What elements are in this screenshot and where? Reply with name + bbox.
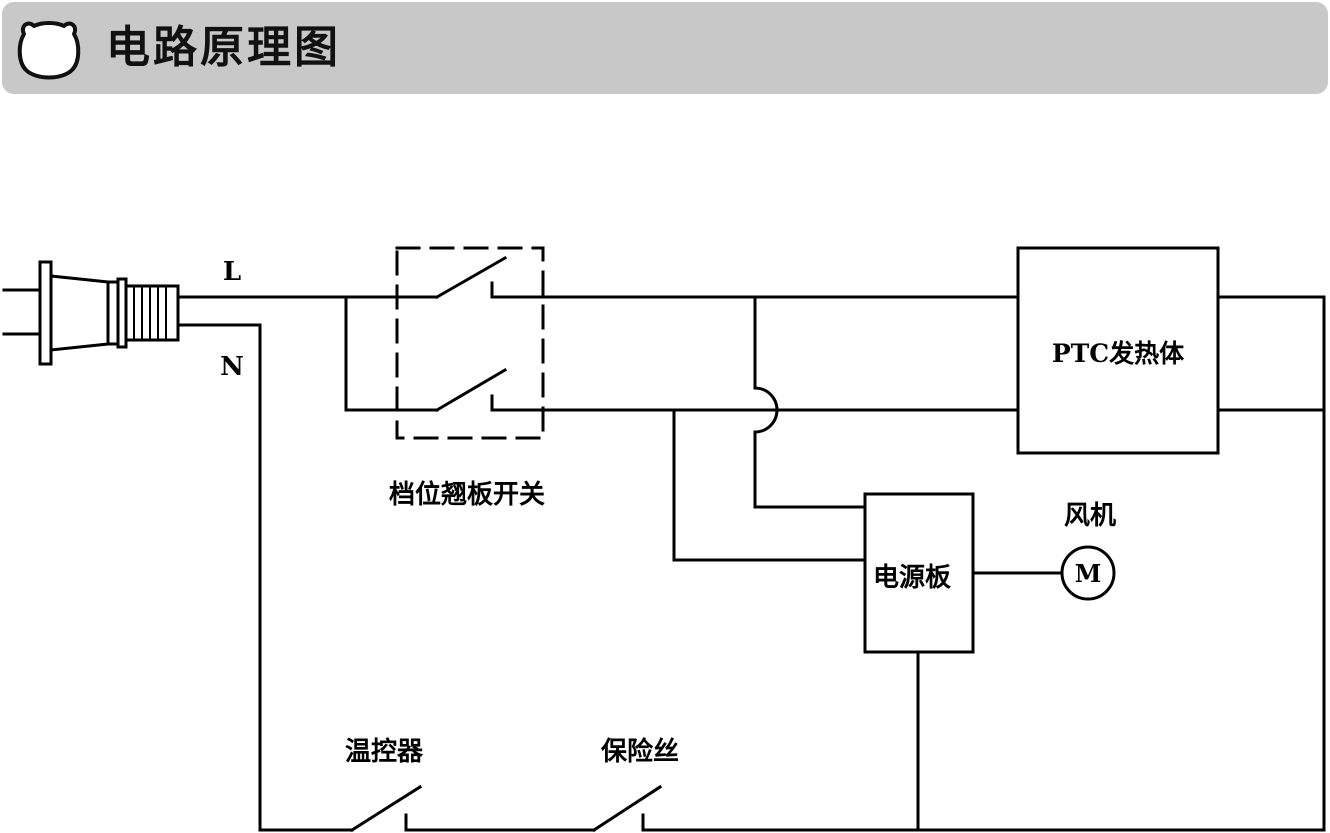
bottom-wire <box>349 784 1326 833</box>
switched-line-top <box>490 295 1020 509</box>
line-label: L <box>223 257 241 287</box>
line-wire <box>176 295 439 412</box>
ptc-heater <box>1016 246 1220 455</box>
fan-motor-icon <box>1060 545 1116 601</box>
heater-return-wire <box>1216 295 1326 832</box>
rocker-switch <box>395 246 545 440</box>
neutral-wire <box>176 323 354 832</box>
power-board-label: 电源板 <box>873 563 951 593</box>
title-bar: 电路原理图 <box>2 2 1328 94</box>
thermostat-label: 温控器 <box>345 737 424 767</box>
motor-symbol: M <box>1075 559 1102 588</box>
ptc-heater-label: PTC发热体 <box>1052 339 1185 368</box>
switched-line-bottom <box>490 408 1020 562</box>
power-plug-icon <box>2 260 180 366</box>
rocker-switch-label: 档位翘板开关 <box>389 479 545 510</box>
page-title: 电路原理图 <box>106 22 341 73</box>
power-board <box>863 492 1064 832</box>
neutral-label: N <box>220 352 244 382</box>
bear-head-icon <box>17 21 81 80</box>
fan-label: 风机 <box>1064 501 1116 531</box>
fuse-label: 保险丝 <box>600 736 679 767</box>
